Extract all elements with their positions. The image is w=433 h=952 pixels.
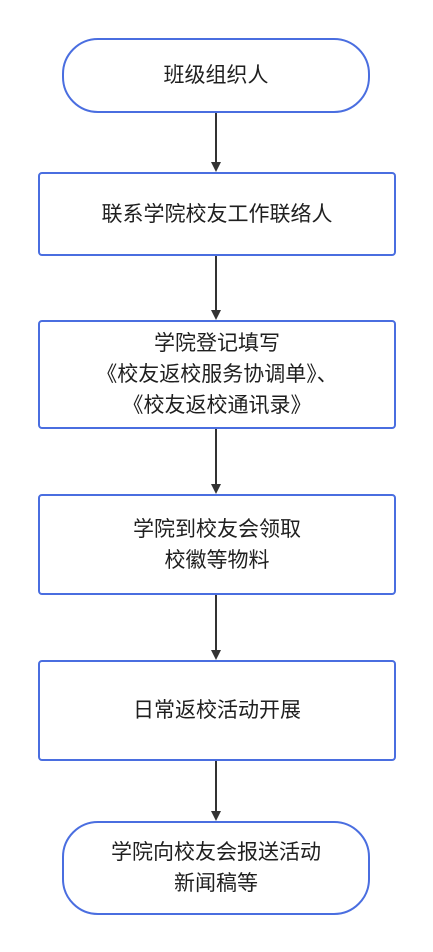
- activity-step: 日常返校活动开展: [38, 660, 396, 761]
- register-forms-step: 学院登记填写 《校友返校服务协调单》、 《校友返校通讯录》: [38, 320, 396, 429]
- start-node-label: 班级组织人: [163, 63, 269, 87]
- collect-materials-step: 学院到校友会领取 校徽等物料: [38, 494, 396, 595]
- start-node: 班级组织人: [62, 38, 370, 113]
- collect-materials-step-label: 学院到校友会领取 校徽等物料: [133, 516, 301, 572]
- end-node-label: 学院向校友会报送活动 新闻稿等: [111, 840, 321, 895]
- end-node: 学院向校友会报送活动 新闻稿等: [62, 821, 370, 915]
- register-forms-step-label: 学院登记填写 《校友返校服务协调单》、 《校友返校通讯录》: [96, 331, 338, 417]
- contact-liaison-step-label: 联系学院校友工作联络人: [101, 201, 333, 226]
- contact-liaison-step: 联系学院校友工作联络人: [38, 172, 396, 256]
- activity-step-label: 日常返校活动开展: [133, 698, 301, 722]
